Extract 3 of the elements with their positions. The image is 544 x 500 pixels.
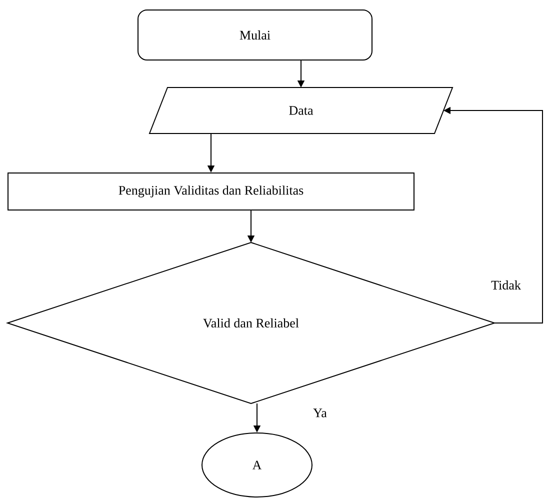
start-terminal: Mulai: [138, 10, 372, 60]
edge-label: Ya: [312, 408, 328, 418]
process-box: Pengujian Validitas dan Reliabilitas: [8, 172, 414, 210]
